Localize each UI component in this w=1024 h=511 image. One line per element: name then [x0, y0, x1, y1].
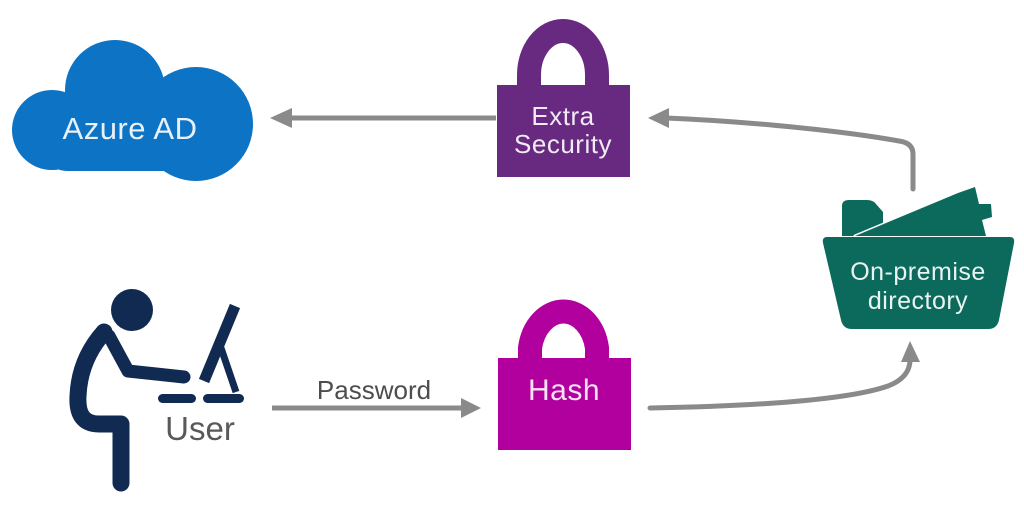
- hash-node: Hash: [498, 299, 631, 450]
- person-at-computer-icon: [69, 289, 244, 492]
- arrow-head-right-icon: [461, 398, 481, 418]
- extra-security-node: Extra Security: [497, 19, 630, 177]
- extra-security-label-line1: Extra: [531, 101, 594, 131]
- arrow-directory-to-extra-security: [648, 108, 916, 192]
- arrow-curve: [663, 115, 916, 192]
- user-label: User: [165, 410, 235, 447]
- arrow-head-up-icon: [901, 341, 920, 362]
- folder-icon: [822, 185, 1015, 329]
- password-edge-label: Password: [317, 375, 431, 405]
- hash-label: Hash: [528, 374, 600, 407]
- padlock-shackle-icon: [518, 299, 609, 368]
- on-premise-directory-label-line2: directory: [868, 287, 968, 315]
- padlock-body-icon: [497, 85, 630, 177]
- user-node: User: [69, 289, 244, 492]
- padlock-body-icon: [498, 358, 631, 450]
- azure-ad-node: Azure AD: [12, 40, 253, 181]
- arrow-head-left-icon: [270, 108, 292, 128]
- on-premise-directory-label-line1: On-premise: [850, 258, 986, 286]
- extra-security-label-line2: Security: [514, 129, 612, 159]
- arrow-user-to-hash: Password: [272, 375, 481, 418]
- arrow-curve: [647, 355, 913, 411]
- padlock-shackle-icon: [517, 19, 609, 95]
- arrow-hash-to-directory: [647, 341, 920, 411]
- arrow-head-left-icon: [648, 108, 669, 128]
- on-premise-directory-node: On-premise directory: [822, 185, 1015, 329]
- azure-ad-label: Azure AD: [63, 111, 198, 146]
- arrow-extra-security-to-azure-ad: [270, 108, 496, 128]
- cloud-icon: [12, 40, 253, 181]
